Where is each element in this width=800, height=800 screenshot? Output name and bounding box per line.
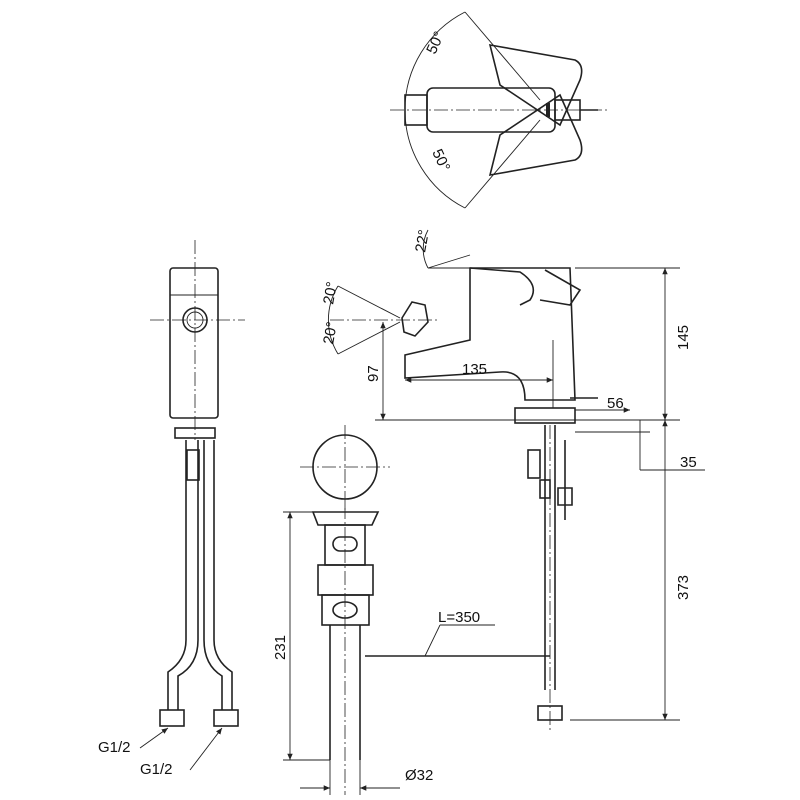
side-view: 20° 20° 22° 97 135 145 56 35 373 (320, 228, 705, 730)
knob-angle-upper: 20° (320, 280, 341, 305)
thread-label-left: G1/2 (98, 739, 131, 756)
dim-373: 373 (675, 575, 692, 600)
drain-diameter: Ø32 (405, 767, 433, 784)
front-view: G1/2 G1/2 (98, 240, 245, 778)
spout-tilt-angle: 22° (412, 228, 433, 253)
dim-35: 35 (680, 454, 697, 471)
dim-56: 56 (607, 395, 624, 412)
drain-view: 231 L=350 Ø32 (272, 425, 550, 795)
pull-rod-length: L=350 (438, 609, 480, 626)
dim-97: 97 (365, 365, 382, 382)
top-angle-lower: 50° (428, 147, 453, 175)
dim-231: 231 (272, 635, 289, 660)
knob-angle-lower: 20° (320, 320, 341, 345)
thread-label-right: G1/2 (140, 761, 173, 778)
top-angle-upper: 50° (423, 29, 448, 57)
top-view: 50° 50° (390, 11, 610, 209)
dim-145: 145 (675, 325, 692, 350)
dim-135: 135 (462, 361, 487, 378)
